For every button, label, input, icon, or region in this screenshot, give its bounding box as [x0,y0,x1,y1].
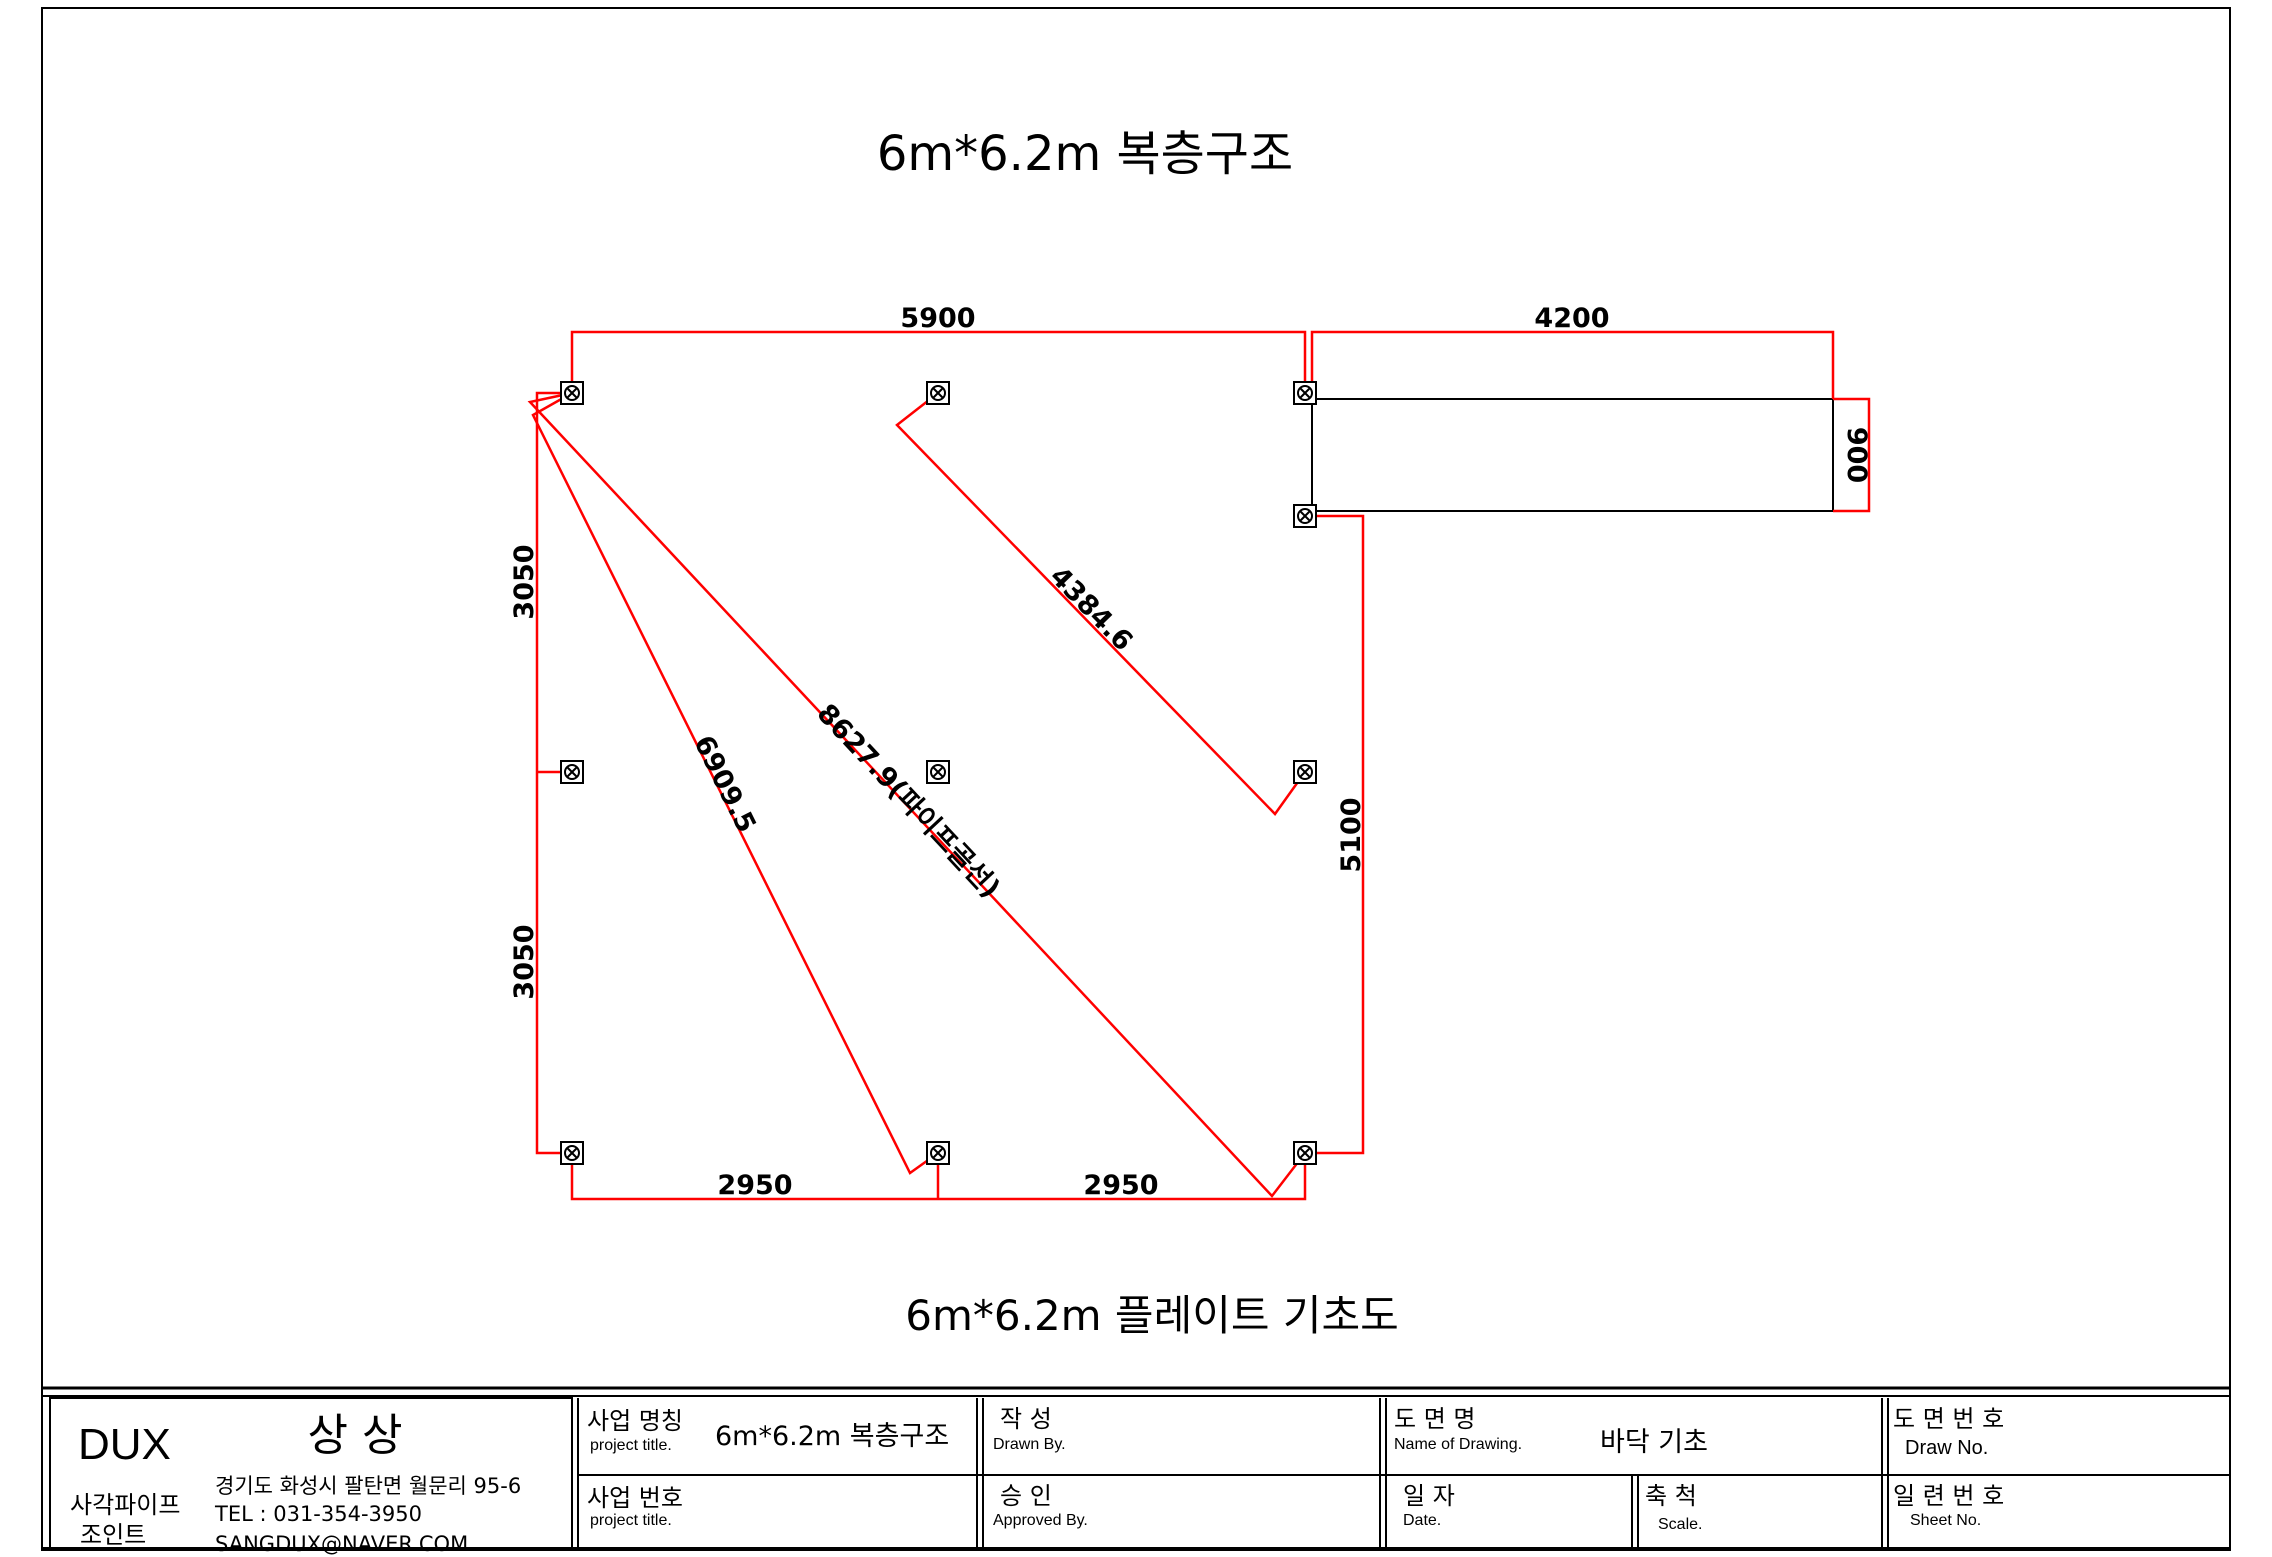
dim-line-right-900 [1833,397,1871,513]
dimension-lines [527,330,1871,1201]
drawing-name-label: 도 면 명 [1394,1405,1476,1433]
company-name-ko: 상 상 [308,1410,403,1461]
extension-rectangle [1311,398,1834,512]
draw-no-label: 도 면 번 호 [1893,1405,2004,1433]
dim-label-diag-6909: 6909.5 [687,731,761,838]
post-marker [560,1141,584,1165]
post-marker [926,381,950,405]
company-address: 경기도 화성시 팔탄면 월문리 95-6 [215,1474,521,1498]
company-tel: TEL : 031-354-3950 [214,1502,422,1526]
company-sub-2: 조인트 [80,1521,146,1549]
dim-label-top-5900: 5900 [900,303,975,334]
company-sub-1: 사각파이프 [70,1491,180,1519]
drawing-title: 6m*6.2m 복층구조 [877,126,1293,182]
drawn-by-label-en: Drawn By. [993,1436,1066,1453]
project-no-label-en: project title. [590,1512,672,1529]
structure-outline [1311,398,1834,512]
project-name-value: 6m*6.2m 복층구조 [715,1421,949,1452]
dim-label-diag-8627: 8627.9(파이프골선) [811,698,1006,904]
company-name: DUX [78,1420,171,1469]
dim-label-bottom-2950-right: 2950 [1083,1170,1158,1201]
dim-label-right-5100: 5100 [1336,797,1367,872]
sheet-no-label-en: Sheet No. [1910,1512,1981,1529]
dimension-labels: 5900 4200 900 3050 3050 5100 2950 2950 4… [509,303,1872,1201]
dim-label-diag-4384: 4384.6 [1044,561,1139,657]
diag-line-8627 [527,391,1306,1198]
title-block [42,1386,2230,1549]
company-email: SANGDUX@NAVER.COM [215,1532,468,1556]
project-no-label: 사업 번호 [587,1484,683,1512]
project-name-label: 사업 명칭 [587,1407,683,1435]
dim-label-left-3050-upper: 3050 [509,544,540,619]
drawing-name-value: 바닥 기초 [1600,1427,1708,1458]
diag-line-6909 [531,391,939,1175]
dim-line-right-5100 [1305,514,1365,1155]
project-name-label-en: project title. [590,1437,672,1454]
dim-label-right-900: 900 [1841,427,1872,483]
post-marker [926,760,950,784]
dim-label-left-3050-lower: 3050 [509,924,540,999]
drawing-subtitle: 6m*6.2m 플레이트 기초도 [905,1291,1399,1340]
approved-by-label-en: Approved By. [993,1512,1088,1529]
date-label: 일 자 [1403,1482,1455,1510]
drawn-by-label: 작 성 [1000,1405,1052,1433]
post-marker [926,1141,950,1165]
post-marker [1293,760,1317,784]
dim-label-top-4200: 4200 [1534,303,1609,334]
post-marker [1293,1141,1317,1165]
post-marker [560,381,584,405]
draw-no-label-en: Draw No. [1905,1437,1988,1459]
diag-line-4384 [895,392,1307,816]
post-marker [1293,504,1317,528]
dim-line-top-4200 [1310,330,1835,399]
post-marker [1293,381,1317,405]
drawing-name-label-en: Name of Drawing. [1394,1436,1522,1453]
title-block-texts: DUX 상 상 사각파이프 조인트 경기도 화성시 팔탄면 월문리 95-6 T… [70,1405,2004,1556]
approved-by-label: 승 인 [1000,1482,1052,1510]
sheet-border [41,7,2231,1551]
scale-label-en: Scale. [1658,1516,1702,1533]
dim-line-top-5900 [570,330,1307,393]
sheet-no-label: 일 련 번 호 [1893,1482,2004,1510]
dim-label-bottom-2950-left: 2950 [717,1170,792,1201]
post-marker [560,760,584,784]
date-label-en: Date. [1403,1512,1441,1529]
post-markers [560,381,1317,1165]
scale-label: 축 척 [1645,1482,1697,1510]
